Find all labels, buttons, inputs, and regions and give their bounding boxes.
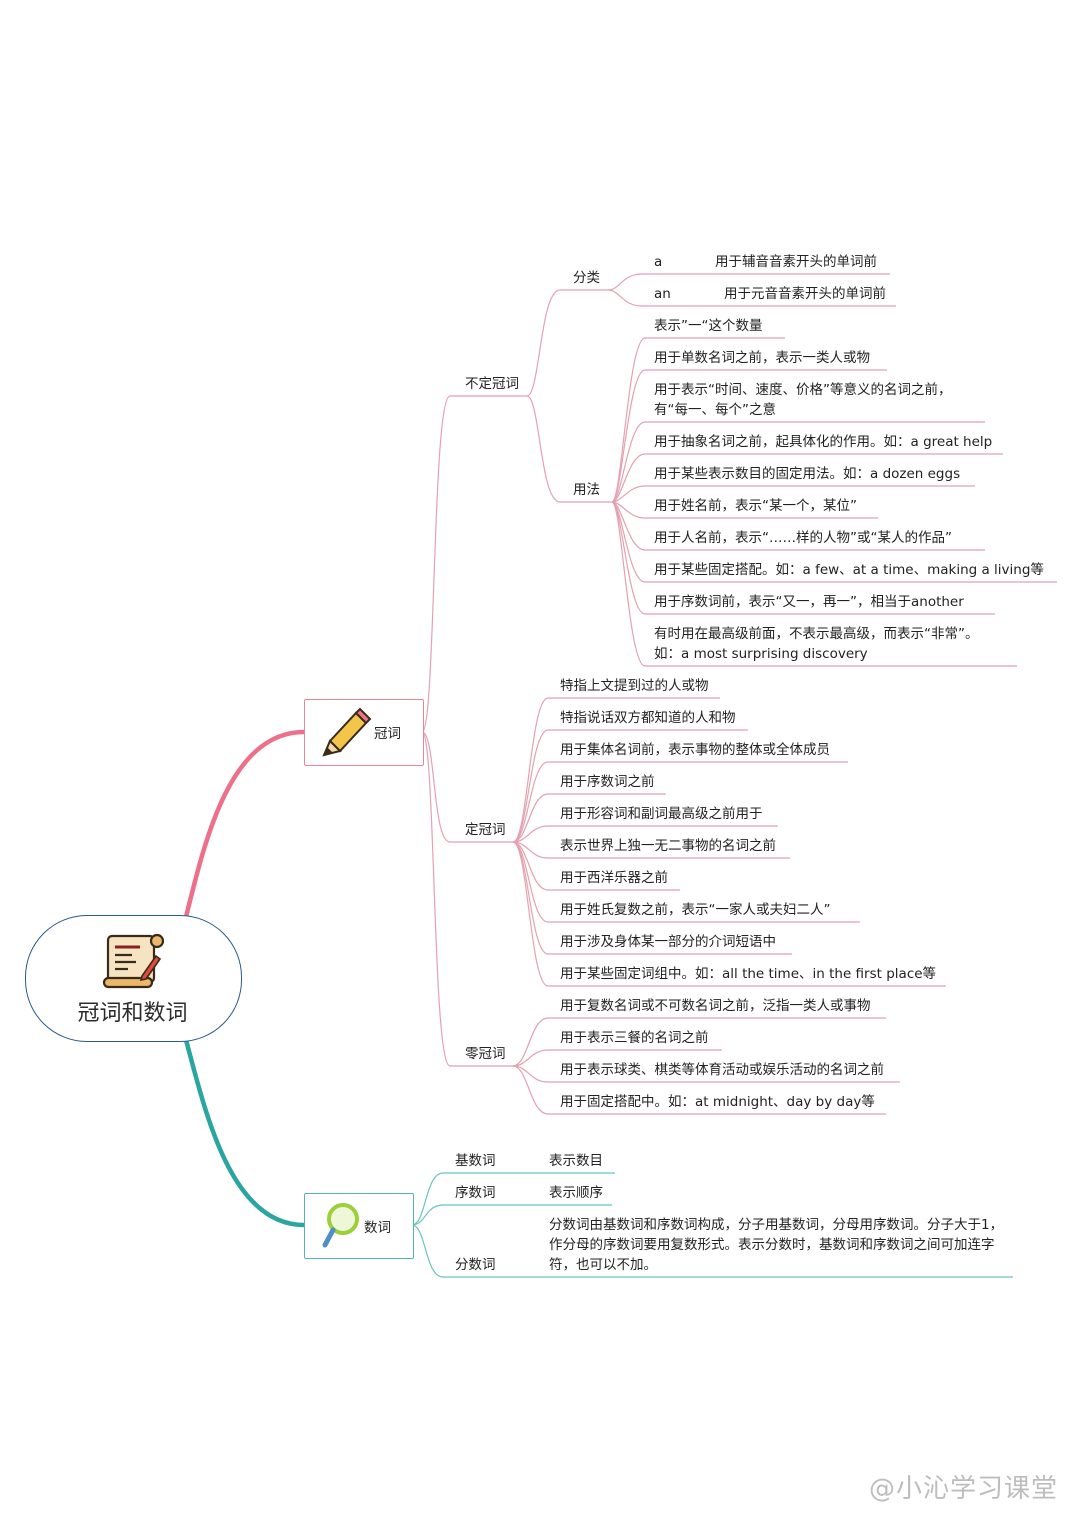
usage-item: 用于某些固定搭配。如：a few、at a time、making a livi… — [654, 562, 1044, 578]
pencil-icon — [322, 707, 372, 757]
usage-item: 用于姓名前，表示“某一个，某位” — [654, 498, 857, 514]
classification-word-an: an — [654, 286, 671, 302]
definite-item: 用于某些固定词组中。如：all the time、in the first pl… — [560, 966, 937, 982]
usage-item: 用于某些表示数目的固定用法。如：a dozen eggs — [654, 466, 961, 482]
scroll-icon — [102, 933, 165, 989]
ordinal-label[interactable]: 序数词 — [455, 1185, 496, 1201]
definite-item: 用于集体名词前，表示事物的整体或全体成员 — [560, 742, 830, 758]
zero-article-item: 用于表示球类、棋类等体育活动或娱乐活动的名词之前 — [560, 1062, 884, 1078]
classification-desc-an: 用于元音音素开头的单词前 — [724, 286, 886, 302]
usage-label[interactable]: 用法 — [573, 482, 600, 498]
definite-item: 用于涉及身体某一部分的介词短语中 — [560, 934, 776, 950]
ordinal-desc: 表示顺序 — [549, 1185, 603, 1201]
usage-item: 用于单数名词之前，表示一类人或物 — [654, 350, 870, 366]
definite-item: 用于西洋乐器之前 — [560, 870, 668, 886]
definite-item: 特指说话双方都知道的人和物 — [560, 710, 736, 726]
indefinite-article-label[interactable]: 不定冠词 — [465, 376, 519, 392]
fraction-desc: 分数词由基数词和序数词构成，分子用基数词，分母用序数词。分子大于1，作分母的序数… — [549, 1217, 1004, 1273]
numeral-connectors — [411, 1172, 1013, 1278]
cardinal-desc: 表示数目 — [549, 1153, 603, 1169]
usage-item: 用于表示“时间、速度、价格”等意义的名词之前， — [654, 382, 952, 398]
fraction-label[interactable]: 分数词 — [455, 1257, 496, 1273]
usage-item: 如：a most surprising discovery — [654, 646, 868, 662]
root-title: 冠词和数词 — [77, 1001, 188, 1026]
zero-article-item: 用于表示三餐的名词之前 — [560, 1030, 709, 1046]
zero-article-label[interactable]: 零冠词 — [465, 1046, 506, 1062]
definite-article-label[interactable]: 定冠词 — [465, 822, 506, 838]
watermark: @小沁学习课堂 — [868, 1474, 1058, 1504]
definite-item: 特指上文提到过的人或物 — [560, 678, 709, 694]
numerals-node[interactable] — [304, 1193, 414, 1259]
definite-item: 用于序数词之前 — [560, 774, 655, 790]
branch-root-articles — [183, 729, 305, 918]
article-connectors — [421, 273, 1057, 1115]
zero-article-item: 用于复数名词或不可数名词之前，泛指一类人或事物 — [560, 998, 871, 1014]
usage-item: 有“每一、每个”之意 — [654, 402, 776, 418]
branch-root-numerals — [183, 1039, 305, 1228]
articles-label: 冠词 — [374, 726, 401, 742]
usage-item: 用于抽象名词之前，起具体化的作用。如：a great help — [654, 434, 993, 450]
usage-item: 有时用在最高级前面，不表示最高级，而表示“非常”。 — [654, 626, 979, 642]
definite-item: 用于姓氏复数之前，表示“一家人或夫妇二人” — [560, 902, 831, 918]
classification-desc-a: 用于辅音音素开头的单词前 — [715, 254, 877, 270]
magnifier-icon — [322, 1203, 359, 1248]
definite-item: 表示世界上独一无二事物的名词之前 — [560, 838, 776, 854]
zero-article-item: 用于固定搭配中。如：at midnight、day by day等 — [560, 1094, 875, 1110]
usage-item: 用于序数词前，表示“又一，再一”，相当于another — [654, 594, 964, 610]
cardinal-label[interactable]: 基数词 — [455, 1153, 496, 1169]
usage-item: 用于人名前，表示“……样的人物”或“某人的作品” — [654, 530, 952, 546]
classification-word-a: a — [654, 254, 663, 270]
numerals-label: 数词 — [364, 1220, 391, 1236]
classification-label[interactable]: 分类 — [573, 270, 600, 286]
definite-item: 用于形容词和副词最高级之前用于 — [560, 806, 763, 822]
usage-item: 表示”一“这个数量 — [654, 318, 763, 334]
